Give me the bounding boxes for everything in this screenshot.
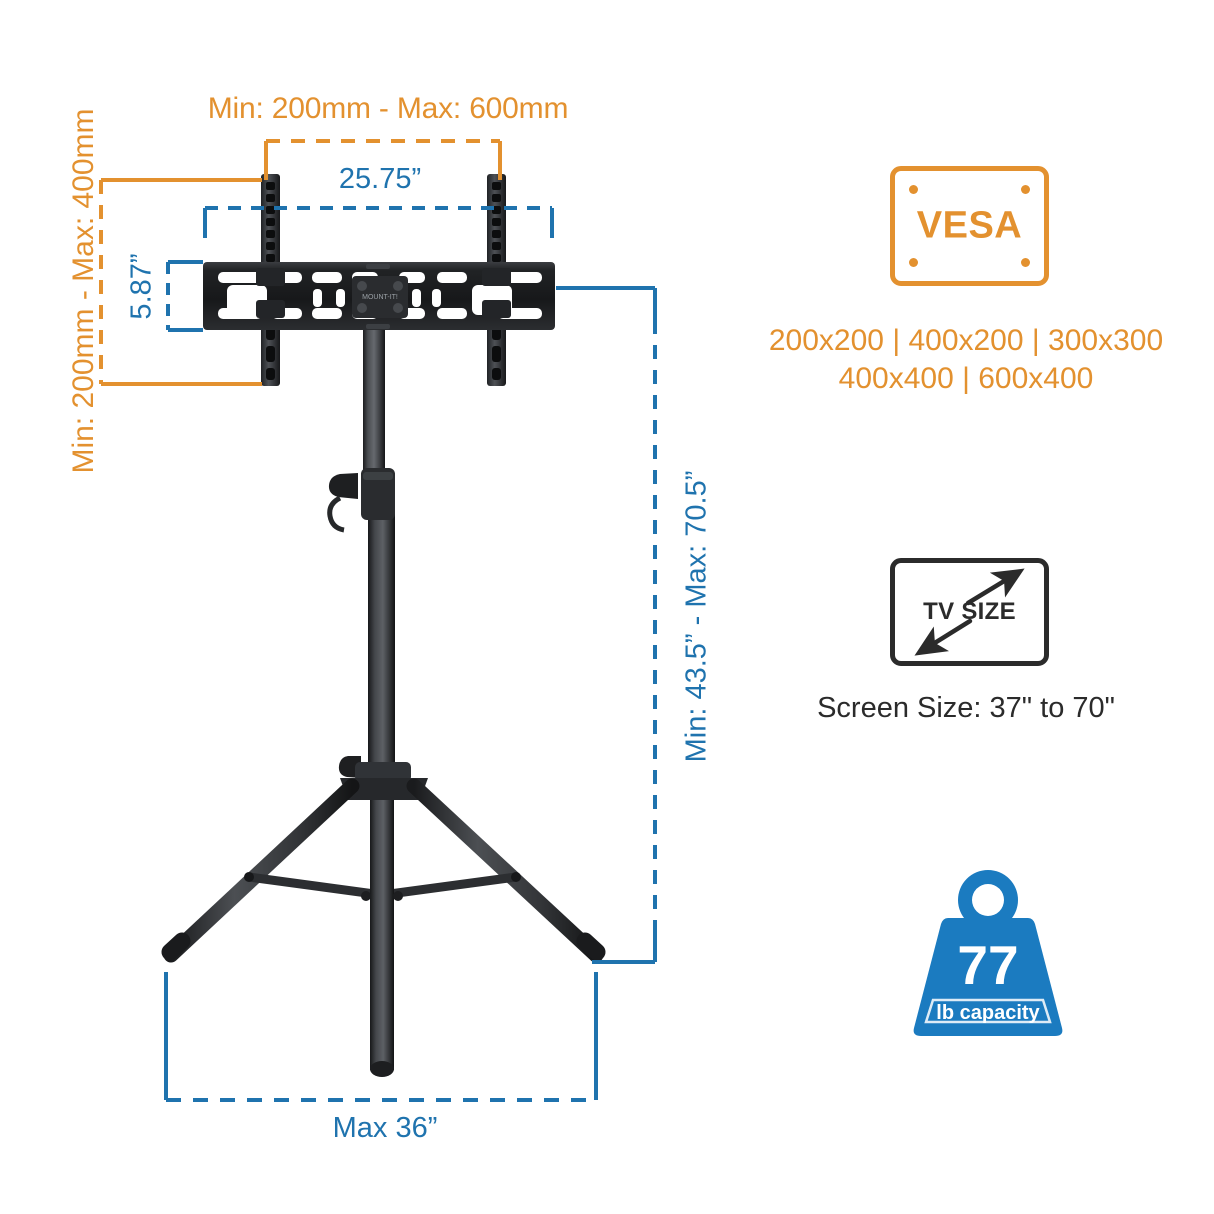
weight-capacity-value: 77 [957,934,1019,996]
tripod-legs [161,778,606,963]
plate-height-label: 5.87” [125,253,158,320]
tv-bracket-plate: MOUNT-IT! [203,262,555,330]
tv-size-badge-word: TV SIZE [923,598,1016,625]
mount-rail-right [487,174,506,386]
leg-hub [338,756,428,800]
mount-rail-left [261,174,280,386]
vesa-hole-top-left [909,185,918,194]
vesa-span-label: Min: 200mm - Max: 600mm [207,92,569,125]
vesa-patterns: 200x200 | 400x200 | 300x300 400x400 | 60… [718,322,1214,399]
weight-badge-shape [913,870,1063,1036]
screen-size-caption: Screen Size: 37" to 70" [817,692,1115,724]
dim-bracket-width [203,206,554,238]
height-adjust-collar [327,468,395,533]
weight-capacity-icon: 77 lb capacity [893,862,1083,1042]
svg-text:MOUNT-IT!: MOUNT-IT! [362,294,398,301]
tv-size-icon: TV SIZE [890,558,1049,666]
vesa-patterns-line-1: 200x200 | 400x200 | 300x300 [768,324,1164,357]
dim-plate-height [166,260,203,332]
vesa-badge-word: VESA [916,204,1023,247]
vesa-hole-top-right [1021,185,1030,194]
base-width-label: Max 36” [332,1112,438,1144]
weight-capacity-unit: lb capacity [936,1002,1040,1024]
vesa-plate-icon: VESA [890,166,1049,286]
tv-size-diagonal-arrows [914,568,1025,656]
center-pole [363,330,395,1077]
height-range-label: Min: 43.5” - Max: 70.5” [680,470,713,763]
dim-base-width [164,972,598,1102]
vesa-vertical-label: Min: 200mm - Max: 400mm [67,108,100,474]
dim-overall-height [556,286,657,964]
vesa-hole-bottom-left [909,258,918,267]
vesa-patterns-line-2: 400x400 | 600x400 [838,362,1094,396]
vesa-hole-bottom-right [1021,258,1030,267]
bracket-width-label: 25.75” [338,163,422,195]
